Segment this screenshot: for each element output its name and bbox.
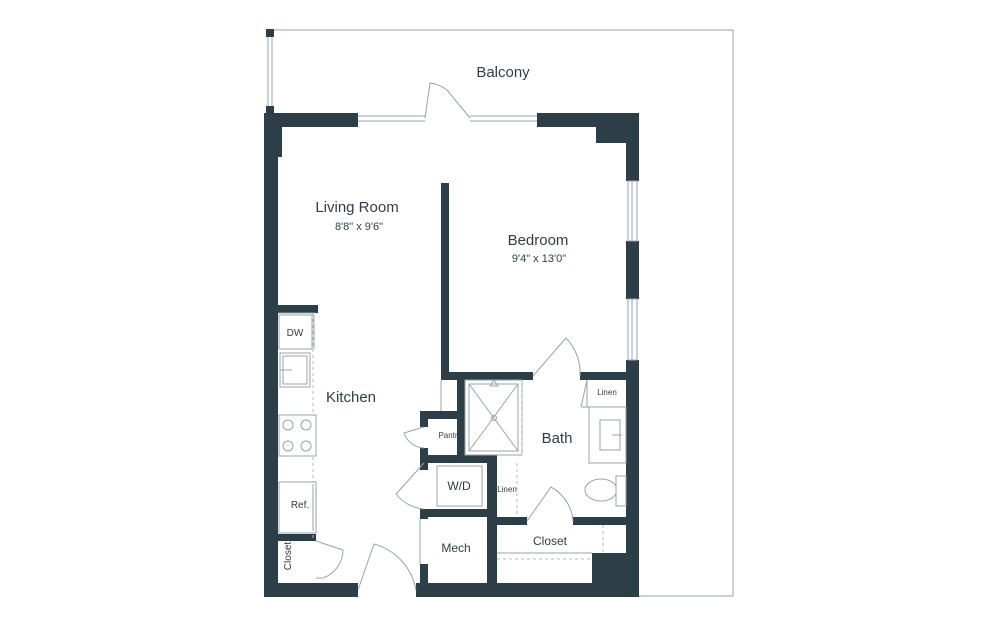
label-wd: W/D (447, 479, 471, 493)
label-living-room-dims: 8'8" x 9'6" (335, 221, 383, 233)
label-pantry: Pantry (438, 431, 461, 440)
entry-door (357, 543, 417, 591)
bedroom-windows (627, 180, 638, 361)
label-balcony: Balcony (476, 64, 530, 81)
label-mech: Mech (441, 541, 470, 555)
label-bedroom: Bedroom (508, 232, 569, 249)
wd-door (395, 462, 425, 510)
bedroom-door (532, 337, 581, 377)
label-kitchen: Kitchen (326, 389, 376, 406)
label-closet-side: Closet (283, 542, 294, 571)
closet-door (315, 540, 344, 579)
label-ref: Ref. (291, 500, 309, 511)
bath-door (526, 486, 574, 522)
label-linen-bath: Linen (597, 388, 617, 397)
balcony-outline (266, 29, 734, 597)
balcony-door (358, 82, 537, 122)
label-bedroom-dims: 9'4" x 13'0" (512, 253, 566, 265)
closet-shelves (497, 525, 604, 560)
pantry-door (403, 426, 425, 449)
exterior-walls (264, 113, 639, 597)
label-linen-hall: Linen (497, 485, 517, 494)
label-bath: Bath (542, 430, 573, 447)
label-dw: DW (287, 328, 304, 339)
label-closet-main: Closet (533, 534, 568, 548)
interior-walls (278, 183, 632, 584)
kitchen-counters (278, 312, 317, 538)
label-living-room: Living Room (315, 199, 398, 216)
vanity (588, 406, 627, 464)
toilet (584, 475, 627, 507)
washer-dryer (436, 465, 483, 507)
shower (464, 379, 523, 456)
